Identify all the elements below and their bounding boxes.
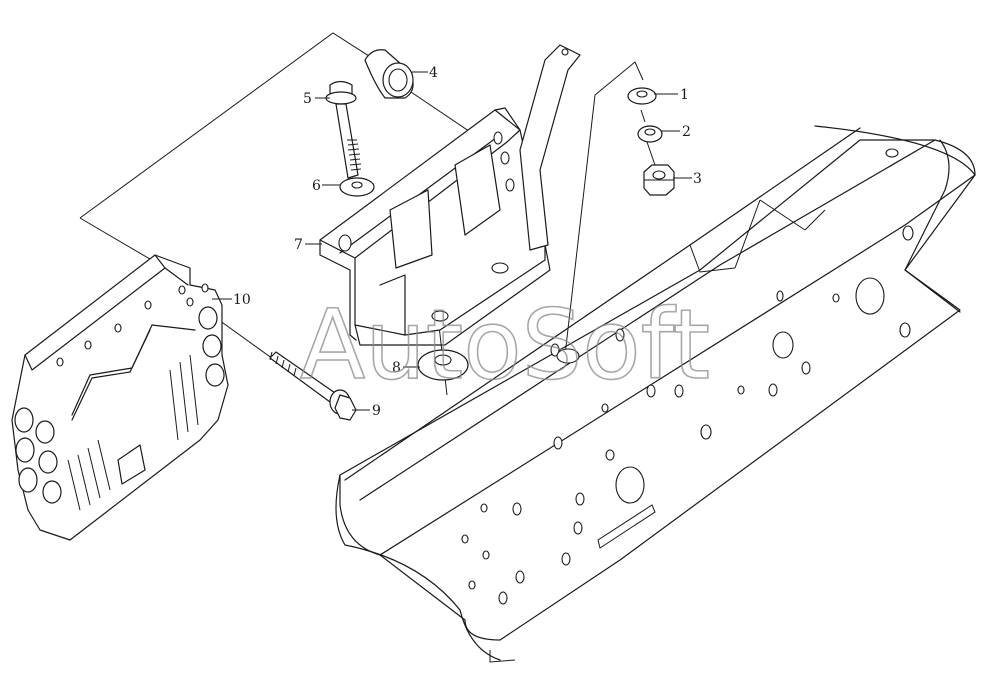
callout-10: 10	[233, 292, 251, 308]
rail-hole	[855, 277, 885, 315]
callout-3: 3	[693, 171, 702, 187]
spring-washer-2	[637, 125, 663, 143]
callout-9: 9	[372, 403, 381, 419]
callout-1: 1	[680, 87, 689, 103]
flange-bolt-9	[269, 351, 357, 421]
cross-member-10	[11, 254, 229, 541]
spacer-sleeve	[364, 49, 414, 99]
callout-4: 4	[429, 65, 438, 81]
rail-small-holes	[461, 148, 914, 605]
callout-2: 2	[682, 124, 691, 140]
flange-bolt-5	[325, 80, 362, 179]
callout-labels: 1 2 3 4 5 6 7 8 9 10	[233, 65, 702, 419]
callout-7: 7	[294, 237, 303, 253]
callout-leaders	[212, 71, 692, 411]
flat-washer-1	[627, 87, 657, 105]
rail-hole	[772, 331, 794, 359]
mounting-bracket	[319, 44, 581, 364]
rail-hole	[615, 466, 645, 504]
callout-6: 6	[312, 178, 321, 194]
washer-8	[417, 349, 469, 381]
hex-nut-3	[643, 164, 675, 196]
callout-8: 8	[392, 360, 401, 376]
frame-rail	[335, 125, 976, 663]
flat-washer-6	[339, 177, 375, 197]
callout-5: 5	[303, 91, 312, 107]
watermark-text: AutoSoft	[300, 289, 710, 401]
